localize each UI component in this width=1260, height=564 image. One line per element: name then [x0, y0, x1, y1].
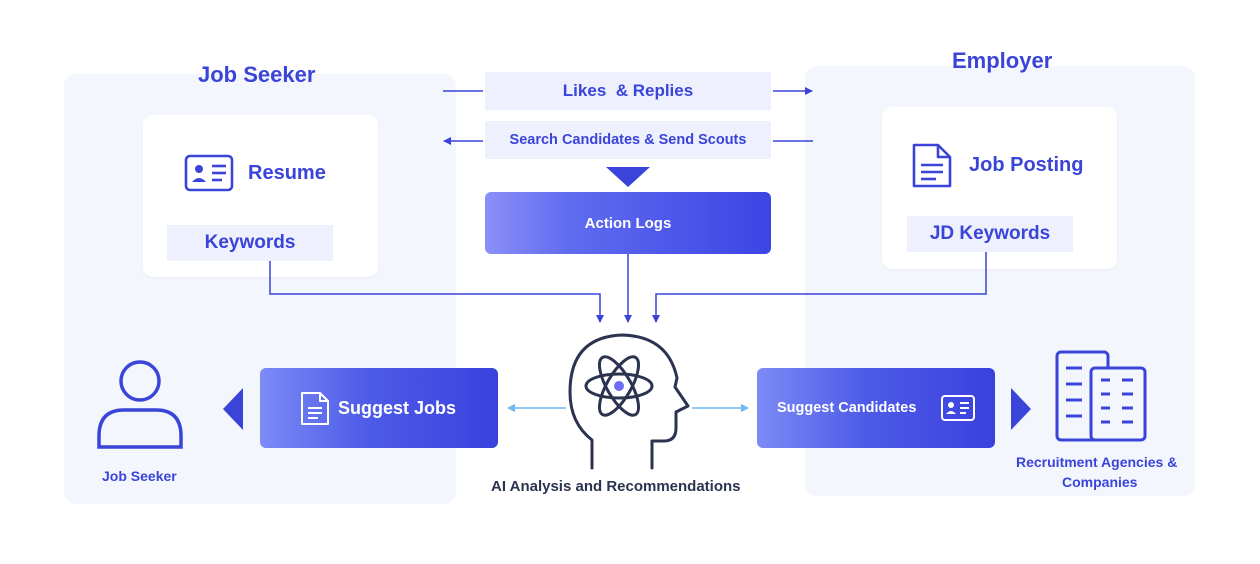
employer-title: Employer [952, 48, 1053, 73]
ai-analysis-label: AI Analysis and Recommendations [491, 478, 741, 495]
keywords-chip: Keywords [167, 225, 333, 261]
likes-replies-chip: Likes & Replies [485, 72, 771, 110]
triangle-left-icon [223, 388, 243, 430]
keywords-connector [269, 261, 604, 323]
document-icon [912, 143, 952, 188]
action-logs-box: Action Logs [485, 192, 771, 254]
companies-label-line1: Recruitment Agencies & [1016, 454, 1178, 470]
resume-label: Resume [248, 162, 326, 184]
triangle-down-icon [606, 167, 650, 187]
suggest-candidates-id-icon [941, 395, 975, 421]
id-card-icon [184, 154, 234, 192]
brain-atom-icon [568, 333, 690, 470]
suggest-jobs-box: Suggest Jobs [260, 368, 498, 448]
suggest-candidates-label: Suggest Candidates [777, 400, 917, 416]
job-seeker-title: Job Seeker [198, 62, 316, 87]
suggest-candidates-box: Suggest Candidates [757, 368, 995, 448]
jd-keywords-connector [652, 252, 987, 323]
job-posting-label: Job Posting [969, 154, 1084, 176]
search-candidates-chip: Search Candidates & Send Scouts [485, 121, 771, 159]
companies-label-line2: Companies [1062, 474, 1138, 490]
jd-keywords-chip: JD Keywords [907, 216, 1073, 252]
triangle-right-icon [1011, 388, 1031, 430]
job-seeker-person-label: Job Seeker [102, 468, 177, 484]
buildings-icon [1055, 350, 1147, 442]
suggest-jobs-label: Suggest Jobs [338, 398, 457, 418]
suggest-jobs-document-icon [301, 392, 329, 425]
person-icon [97, 360, 183, 449]
